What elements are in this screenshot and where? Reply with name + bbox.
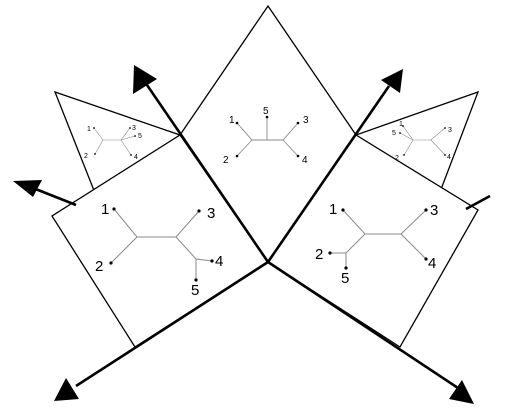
arrowhead-upper-left — [133, 65, 157, 94]
axis-far-right — [465, 194, 491, 211]
leaf-label-3: 3 — [448, 127, 452, 134]
tree-left-large: 1 2 3 4 5 — [95, 201, 223, 299]
axes — [32, 84, 491, 390]
leaf-label-5: 5 — [263, 106, 269, 117]
leaf-node — [402, 125, 404, 127]
axis-far-left — [32, 186, 77, 207]
leaf-label-5: 5 — [341, 270, 349, 287]
leaf-label-3: 3 — [430, 202, 438, 219]
leaf-label-2: 2 — [95, 258, 103, 275]
axis-upper-left — [145, 84, 270, 263]
leaf-node — [328, 251, 332, 255]
leaf-label-5: 5 — [138, 133, 142, 140]
arrowhead-lower-right — [449, 380, 474, 404]
tree-left-small: 1 2 3 4 5 — [84, 125, 142, 161]
leaf-node — [210, 259, 214, 263]
leaf-node — [403, 154, 405, 156]
axis-lower-left — [75, 260, 269, 388]
leaf-node — [93, 127, 95, 129]
leaf-node — [296, 121, 300, 125]
leaf-node — [197, 209, 201, 213]
leaf-label-5: 5 — [191, 282, 199, 299]
leaf-label-2: 2 — [315, 246, 323, 263]
axis-lower-right — [267, 260, 459, 390]
leaf-node — [194, 278, 198, 282]
leaf-label-1: 1 — [87, 126, 91, 133]
arrowheads — [13, 65, 474, 404]
leaf-node — [444, 154, 446, 156]
leaf-label-3: 3 — [132, 125, 136, 132]
leaf-node — [129, 127, 131, 129]
leaf-node — [344, 266, 348, 270]
leaf-label-3: 3 — [303, 115, 309, 126]
leaf-label-1: 1 — [101, 201, 109, 218]
leaf-label-1: 1 — [399, 121, 403, 128]
arrowhead-far-left — [13, 180, 42, 197]
leaf-node — [444, 127, 446, 129]
leaf-node — [134, 135, 136, 137]
leaf-node — [94, 153, 96, 155]
leaf-node — [235, 121, 239, 125]
leaf-label-4: 4 — [428, 255, 436, 272]
leaf-label-1: 1 — [329, 201, 337, 218]
leaf-label-2: 2 — [223, 155, 229, 166]
leaf-node — [235, 154, 239, 158]
tree-right-large: 1 2 3 4 5 — [315, 201, 438, 287]
leaf-label-4: 4 — [447, 154, 451, 161]
leaf-node — [424, 208, 428, 212]
arrowhead-upper-right — [381, 69, 403, 93]
leaf-node — [399, 132, 401, 134]
leaf-node — [265, 115, 269, 119]
tree-top-center: 1 2 3 4 5 — [223, 106, 309, 166]
arrowhead-lower-left — [54, 378, 79, 401]
leaf-label-4: 4 — [302, 155, 308, 166]
leaf-label-4: 4 — [215, 253, 223, 270]
leaf-node — [424, 257, 428, 261]
leaf-label-2: 2 — [84, 153, 88, 160]
leaf-node — [109, 261, 113, 265]
leaf-node — [112, 207, 116, 211]
leaf-label-5: 5 — [392, 130, 396, 137]
leaf-label-3: 3 — [207, 205, 215, 222]
axis-upper-right — [266, 85, 391, 263]
tree-right-small: 1 2 3 4 5 — [392, 121, 452, 162]
leaf-label-2: 2 — [395, 155, 399, 162]
leaf-node — [130, 154, 132, 156]
leaf-node — [296, 154, 300, 158]
leaf-label-4: 4 — [134, 154, 138, 161]
leaf-label-1: 1 — [229, 115, 235, 126]
leaf-node — [341, 208, 345, 212]
